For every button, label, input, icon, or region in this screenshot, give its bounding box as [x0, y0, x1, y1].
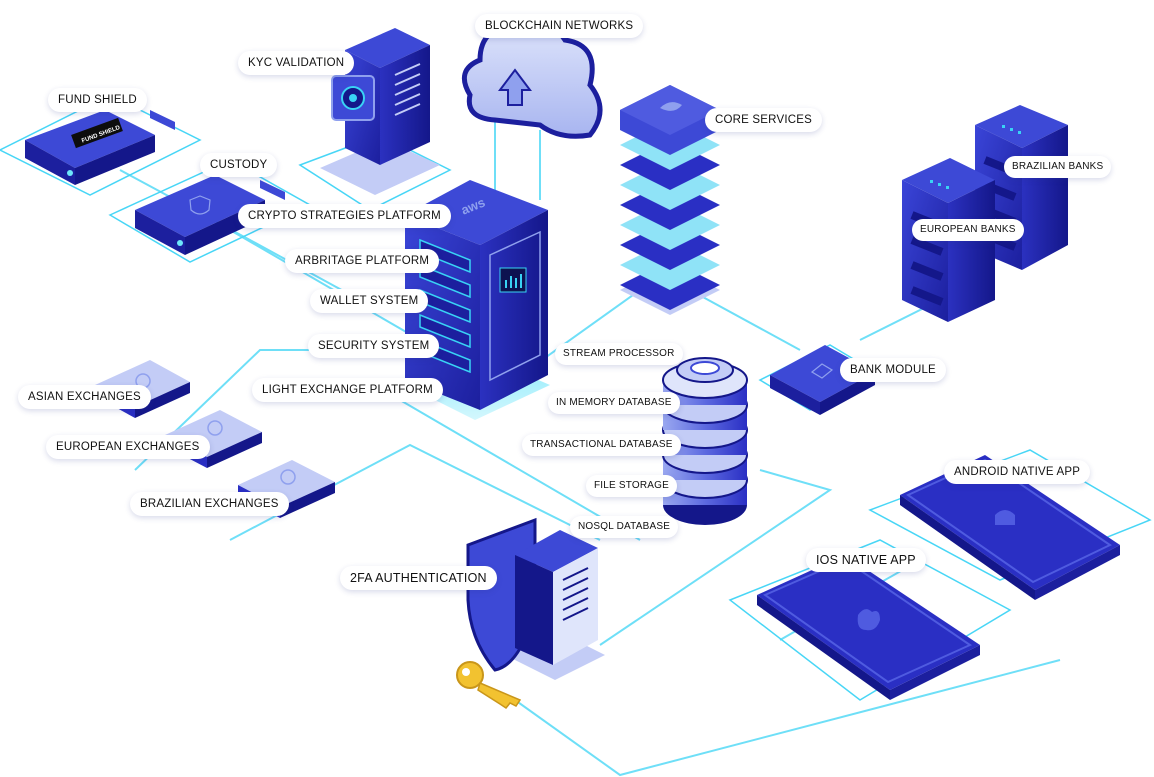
label-stream-processor: STREAM PROCESSOR [555, 343, 683, 365]
label-2fa-authentication: 2FA AUTHENTICATION [340, 566, 497, 590]
label-bank-module: BANK MODULE [840, 358, 946, 382]
label-transactional-database: TRANSACTIONAL DATABASE [522, 434, 681, 456]
label-wallet-system: WALLET SYSTEM [310, 289, 429, 313]
android-icon [995, 510, 1015, 525]
label-security-system: SECURITY SYSTEM [308, 334, 440, 358]
key-icon [456, 661, 522, 710]
label-blockchain-networks: BLOCKCHAIN NETWORKS [475, 14, 644, 38]
database-stack [662, 357, 748, 525]
shield-icon [189, 195, 211, 215]
label-brazilian-banks: BRAZILIAN BANKS [1004, 156, 1112, 178]
dollar-exchange-icon [280, 469, 296, 485]
label-fund-shield: FUND SHIELD [48, 88, 147, 112]
kyc-validation-server [320, 28, 440, 195]
label-custody: CUSTODY [200, 153, 278, 177]
label-european-exchanges: EUROPEAN EXCHANGES [46, 435, 210, 459]
label-in-memory-database: IN MEMORY DATABASE [548, 392, 680, 414]
label-arbitrage-platform: ARBRITAGE PLATFORM [285, 249, 440, 273]
label-light-exchange-platform: LIGHT EXCHANGE PLATFORM [252, 378, 443, 402]
aws-main-server: aws [405, 180, 550, 420]
label-brazilian-exchanges: BRAZILIAN EXCHANGES [130, 492, 289, 516]
dollar-exchange-icon [207, 420, 223, 436]
label-nosql-database: NOSQL DATABASE [570, 516, 679, 538]
european-banks-server [902, 158, 995, 322]
label-european-banks: EUROPEAN BANKS [912, 219, 1024, 241]
label-core-services: CORE SERVICES [705, 108, 822, 132]
label-android-native-app: ANDROID NATIVE APP [944, 460, 1091, 484]
android-phone [900, 455, 1120, 600]
label-kyc-validation: KYC VALIDATION [238, 51, 355, 75]
apple-icon [857, 609, 880, 631]
label-asian-exchanges: ASIAN EXCHANGES [18, 385, 151, 409]
core-services-stack [620, 85, 720, 315]
cloud-upload-icon [461, 17, 603, 139]
twofa-server [466, 517, 605, 680]
fund-shield-device: FUND SHIELD [25, 110, 175, 185]
label-ios-native-app: IOS NATIVE APP [806, 548, 926, 572]
label-file-storage: FILE STORAGE [586, 475, 678, 497]
ios-phone [757, 555, 980, 700]
label-crypto-strategies-platform: CRYPTO STRATEGIES PLATFORM [238, 204, 451, 228]
